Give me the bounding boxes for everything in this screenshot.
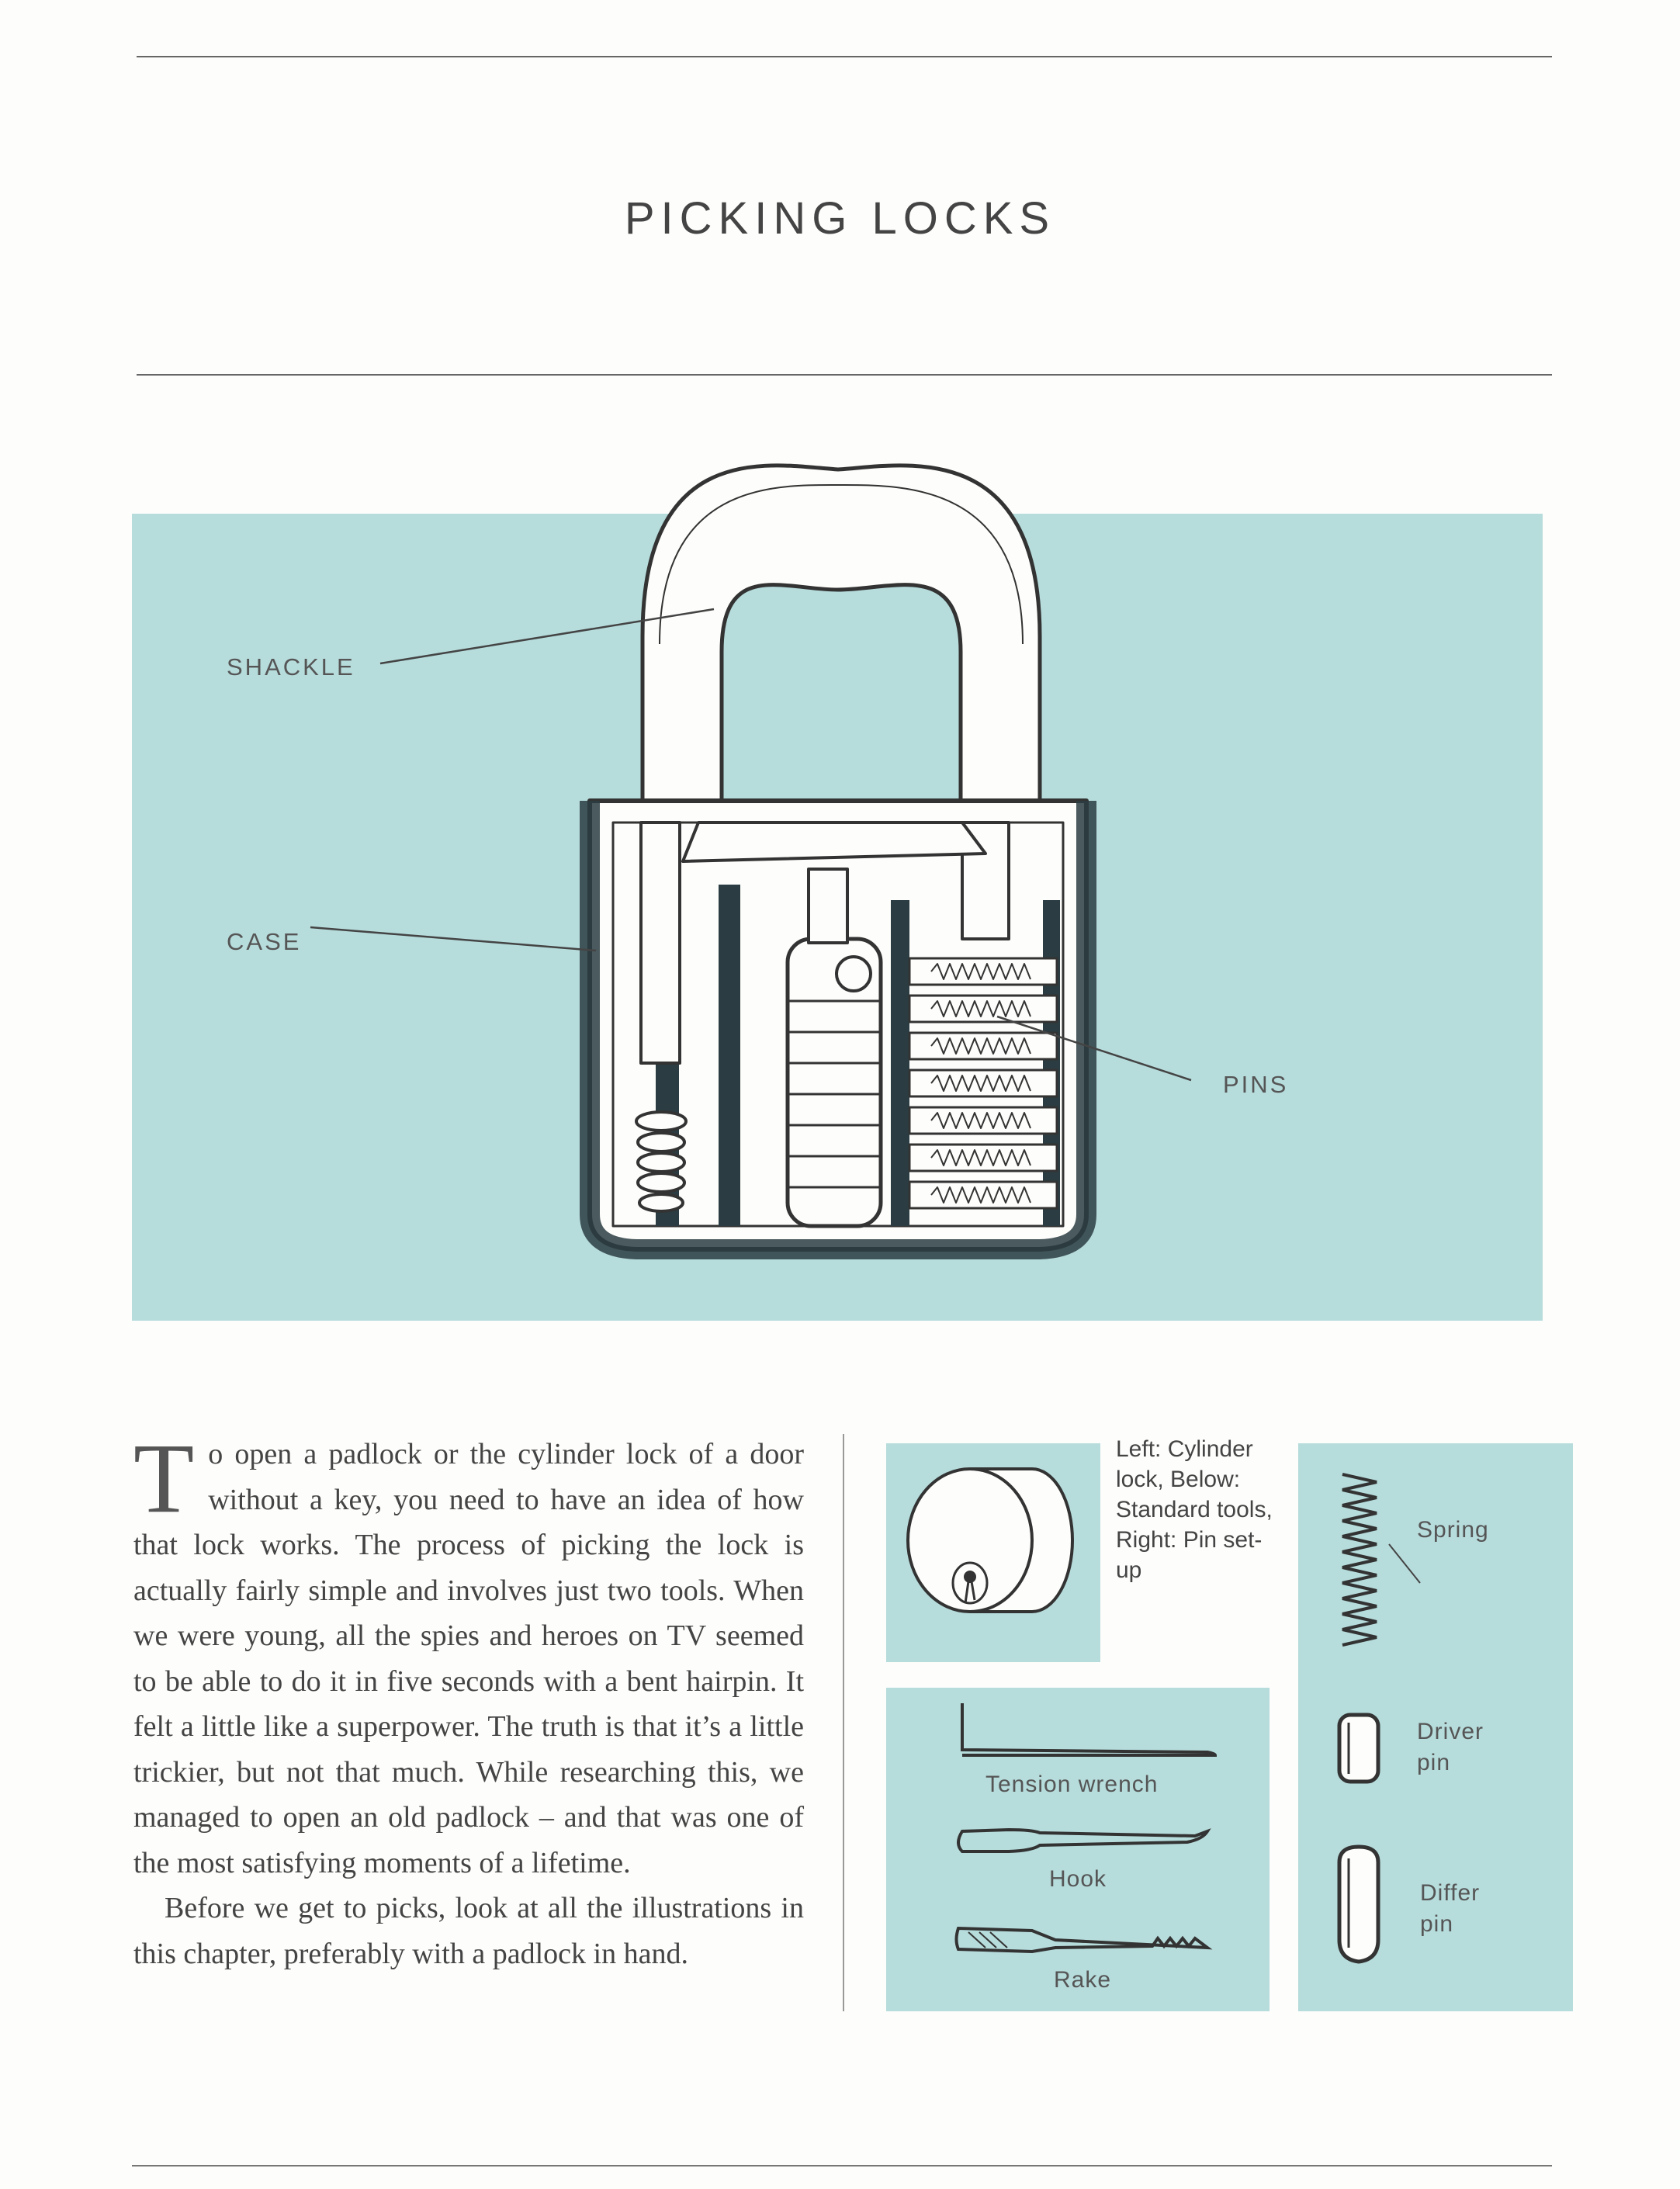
paragraph-2: Before we get to picks, look at all the … (133, 1892, 804, 1970)
rake-pick-drawing (954, 1926, 1213, 1954)
hook-label: Hook (1049, 1866, 1107, 1892)
differ-pin-drawing (1337, 1844, 1380, 1964)
rake-label: Rake (1054, 1967, 1112, 1993)
case-leader (310, 926, 597, 952)
spring-leader (1388, 1543, 1421, 1584)
bottom-rule (132, 2165, 1552, 2166)
driver-pin-label: Driver pin (1417, 1719, 1484, 1775)
shackle-label: SHACKLE (227, 653, 355, 681)
tools-panel (886, 1688, 1270, 2011)
figure-caption: Left: Cylinder lock, Below: Standard too… (1116, 1436, 1273, 1583)
pins-leader (996, 1015, 1192, 1082)
cylinder-lock-drawing (906, 1467, 1074, 1613)
shackle-shape (640, 463, 1042, 895)
differ-pin-label: Differ pin (1420, 1880, 1481, 1937)
column-divider (843, 1434, 844, 2011)
spring-drawing (1342, 1473, 1377, 1647)
title-rule (137, 374, 1552, 376)
paragraph-1-text: o open a padlock or the cylinder lock of… (133, 1438, 804, 1879)
drop-cap: T (133, 1423, 195, 1533)
spring-label: Spring (1417, 1517, 1489, 1543)
page-title: PICKING LOCKS (624, 193, 1056, 244)
hook-pick-drawing (957, 1827, 1211, 1853)
pins-label: PINS (1223, 1071, 1289, 1098)
tension-wrench-drawing (961, 1703, 1218, 1757)
shackle-leader (379, 608, 715, 665)
top-rule (137, 56, 1552, 57)
driver-pin-drawing (1337, 1713, 1380, 1784)
case-label: CASE (227, 928, 302, 955)
tension-wrench-label: Tension wrench (985, 1772, 1159, 1797)
